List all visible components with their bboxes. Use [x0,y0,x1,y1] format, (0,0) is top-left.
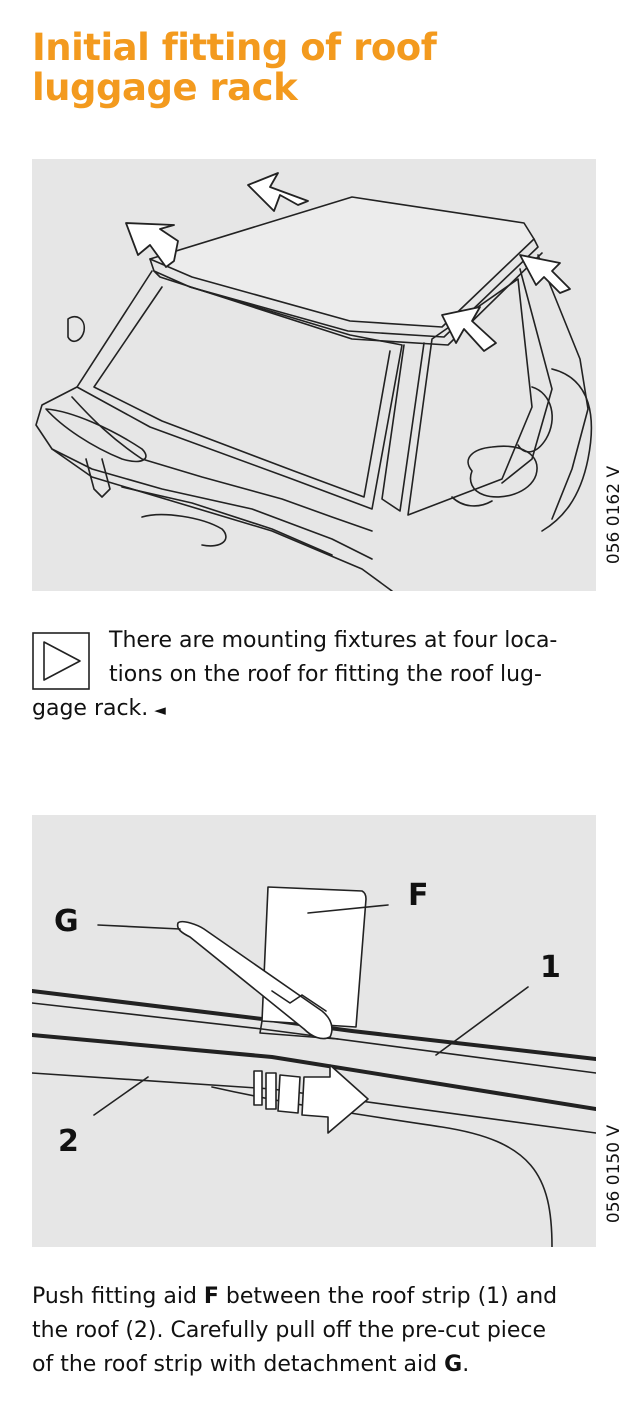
instruction-text: the roof (2). Carefully pull off the pre… [32,1318,547,1343]
figure-code: 056 0162 V [596,440,632,590]
note-line-1: There are mounting fixtures at four loca… [109,628,558,653]
figure-code-text: 056 0162 V [604,465,624,565]
fitting-aid-ref: F [203,1284,219,1309]
instruction-text: of the roof strip with detachment aid [32,1352,445,1377]
label-1: 1 [540,950,561,985]
instruction-text: Push fitting aid [32,1284,204,1309]
note-line-2: tions on the roof for fitting the roof l… [109,662,542,687]
end-mark: ◄ [154,701,166,719]
car-roof-illustration [32,159,596,591]
page-title: Initial fitting of roof luggage rack [32,26,437,109]
note-block: There are mounting fixtures at four loca… [32,624,602,727]
note-line-3: gage rack. [32,696,149,721]
label-f: F [408,878,429,913]
label-g: G [54,904,79,939]
figure-code-text: 056 0150 V [604,1124,624,1224]
instruction-paragraph: Push fitting aid F between the roof stri… [32,1280,607,1382]
instruction-text: . [462,1352,470,1377]
detachment-aid-ref: G [444,1352,463,1377]
instruction-text: between the roof strip (1) and [218,1284,558,1309]
label-2: 2 [58,1124,79,1159]
fitting-aid-illustration: G F 1 2 [32,815,596,1247]
play-triangle-icon [32,632,90,690]
figure-code: 056 0150 V [596,1100,632,1248]
